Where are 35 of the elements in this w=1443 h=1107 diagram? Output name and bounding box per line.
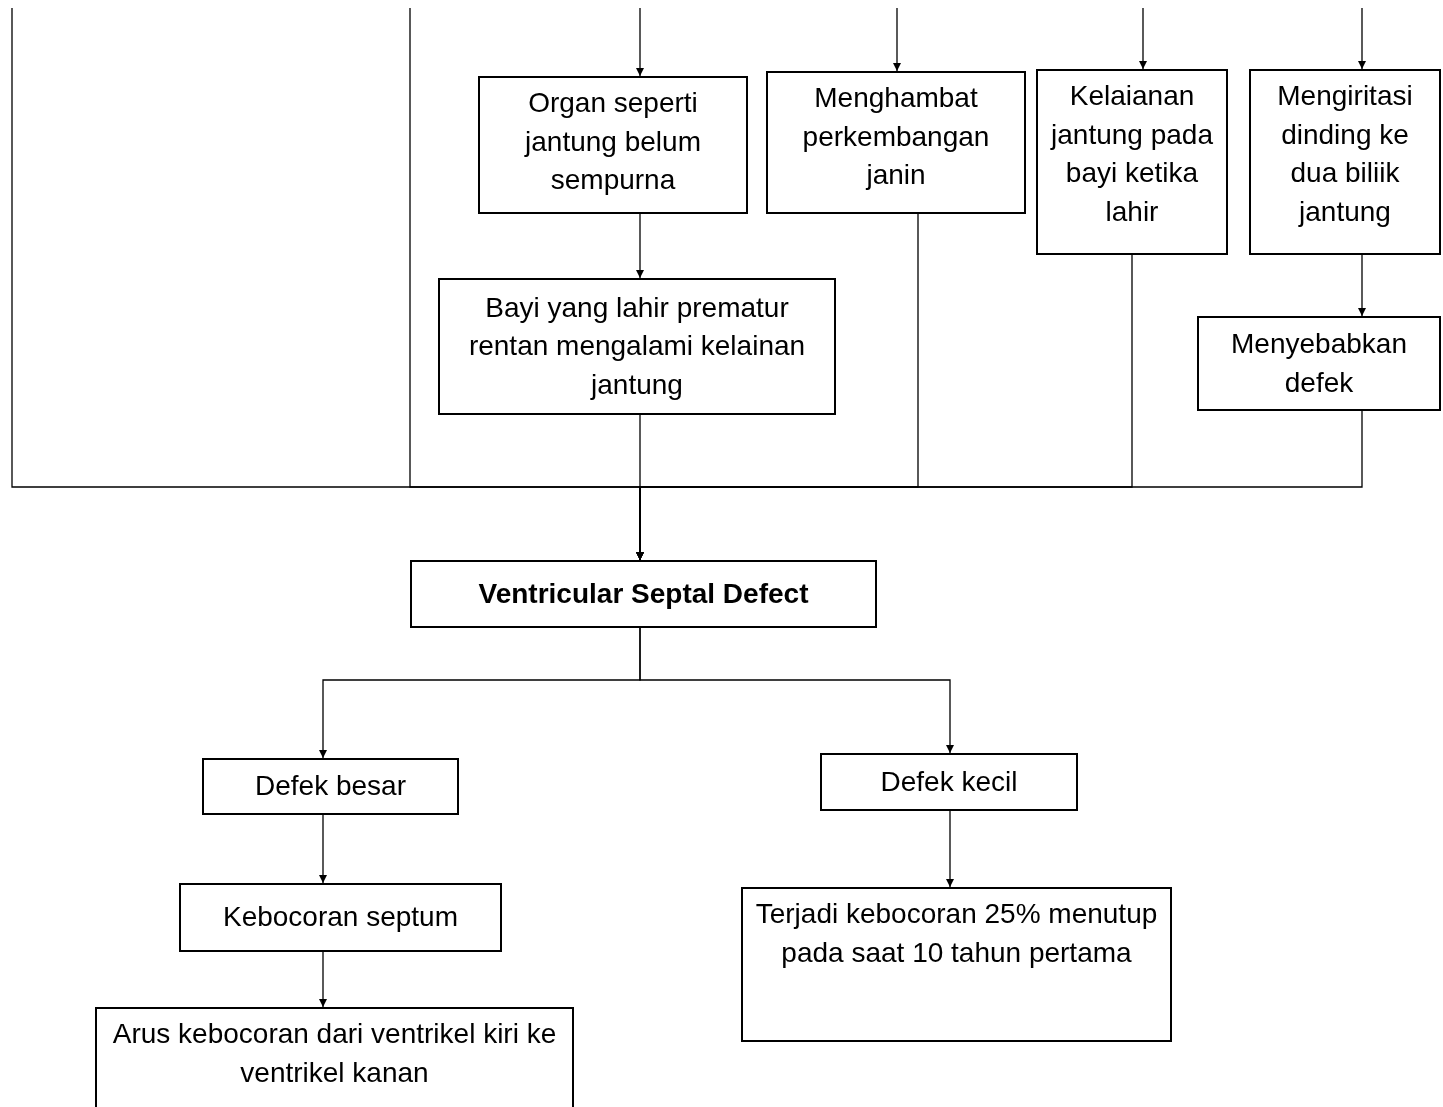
arrow	[1358, 7, 1366, 70]
box-text: Arus kebocoran dari ventrikel kiri ke ventrikel kanan	[111, 1017, 558, 1090]
box-text: Terjadi kebocoran 25% menutup pada saat 10 tahun pertama	[754, 897, 1159, 970]
arrow	[319, 814, 327, 884]
box-text: Kebocoran septum	[222, 900, 458, 935]
process-box	[410, 560, 877, 628]
arrow	[1139, 7, 1147, 70]
box-text: Ventricular Septal Defect	[478, 576, 809, 611]
process-box	[438, 278, 836, 415]
box-text: Defek kecil	[880, 764, 1018, 799]
arrow	[893, 7, 901, 72]
process-box	[1197, 316, 1441, 411]
arrow	[1358, 254, 1366, 317]
box-text: Organ seperti jantung belum sempurna	[523, 86, 702, 198]
process-box	[95, 1007, 574, 1107]
process-box	[741, 887, 1172, 1042]
box-text: Bayi yang lahir prematur rentan mengalami kelainan jantung	[467, 290, 807, 402]
box-text: Mengiritasi dinding ke dua biliik jantung	[1276, 79, 1414, 229]
process-box	[179, 883, 502, 952]
process-box	[202, 758, 459, 815]
box-text: Menghambat perkembangan janin	[801, 81, 991, 193]
process-box	[766, 71, 1026, 214]
box-text: Defek besar	[255, 769, 406, 804]
arrow	[636, 213, 644, 279]
arrow	[319, 951, 327, 1008]
box-text: Menyebabkan defek	[1230, 326, 1408, 400]
arrow	[639, 627, 954, 754]
arrow	[946, 810, 954, 888]
arrow	[636, 410, 1363, 561]
arrow	[636, 7, 644, 77]
process-box	[1036, 69, 1228, 255]
box-text: Kelaianan jantung pada bayi ketika lahir	[1049, 79, 1214, 229]
process-box	[478, 76, 748, 214]
process-box	[1249, 69, 1441, 255]
process-box	[820, 753, 1078, 811]
